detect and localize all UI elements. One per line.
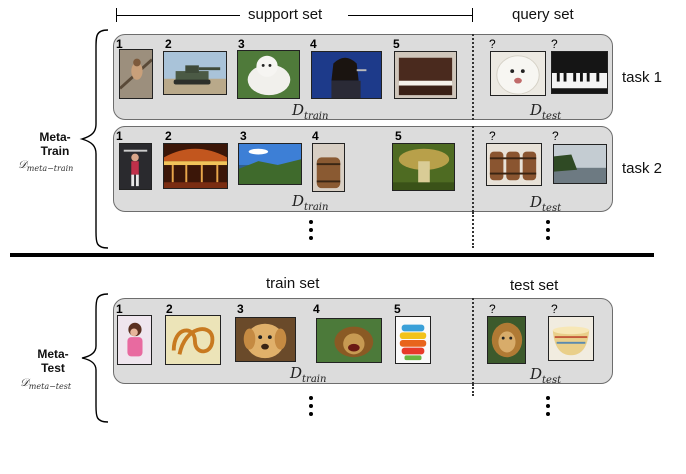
meta-train-column-divider [472,212,474,248]
task1-num-1: 1 [116,37,123,51]
task1-num-4: 4 [310,37,317,51]
task1-label: task 1 [622,69,663,86]
task2-divider [472,126,474,212]
task2-num-3: 3 [240,129,247,143]
task1-dtrain-label: Dtrain [292,101,328,122]
task2-query-mark-1: ? [489,129,496,143]
meta-train-label-line2: Train [40,144,70,158]
task2-dtest-label: Dtest [530,193,561,214]
task2-dtrain-base: D [292,192,305,210]
task2-image-gymnast [119,143,152,190]
task1-dtest-base: D [530,101,543,119]
test-image-golden-retriever [235,317,296,362]
task1-image-piano [394,51,457,99]
test-query-image-bowl [548,316,594,361]
task2-label: task 2 [622,160,663,177]
meta-train-brace [79,29,109,249]
task2-dtrain-sub: train [304,202,329,213]
task1-num-5: 5 [393,37,400,51]
meta-test-label-line2: Test [41,361,65,375]
test-query-mark-1: ? [489,302,496,316]
test-num-3: 3 [237,302,244,316]
meta-test-math-symbol: 𝒟 [20,376,29,389]
test-dtest-sub: test [542,375,562,386]
task1-query-image-white-dog [490,51,546,96]
meta-train-label: Meta- Train [30,130,80,158]
task2-image-mushroom [392,143,455,191]
test-query-image-lion [487,316,526,364]
task1-num-3: 3 [238,37,245,51]
task2-dtest-sub: test [542,203,562,214]
meta-train-math-symbol: 𝒟 [18,158,27,171]
test-dtest-base: D [530,365,543,383]
task1-num-2: 2 [165,37,172,51]
meta-divider-line [10,253,654,257]
test-dtest-label: Dtest [530,365,561,386]
task2-image-carousel [163,143,228,189]
test-num-5: 5 [394,302,401,316]
task1-query-image-piano [551,51,608,94]
task2-num-5: 5 [395,129,402,143]
task1-image-singer [311,51,382,99]
task2-num-2: 2 [165,129,172,143]
test-image-girl [117,315,152,365]
task1-dtrain-sub: train [304,111,329,122]
task1-query-mark-1: ? [489,37,496,51]
task1-query-mark-2: ? [551,37,558,51]
task1-divider [472,34,474,120]
task1-dtest-label: Dtest [530,101,561,122]
test-num-1: 1 [116,302,123,316]
test-dtrain-base: D [290,364,303,382]
task2-query-image-coast [553,144,607,184]
meta-train-train-ellipsis [309,220,315,244]
test-num-2: 2 [166,302,173,316]
train-set-header: train set [266,275,320,292]
meta-test-label-line1: Meta- [37,347,69,361]
task2-dtest-base: D [530,193,543,211]
test-num-4: 4 [313,302,320,316]
test-set-header: test set [510,277,559,294]
test-dtrain-sub: train [302,374,327,385]
query-set-header: query set [512,6,574,23]
meta-test-divider [472,298,474,384]
task2-dtrain-label: Dtrain [292,192,328,213]
meta-train-test-ellipsis [546,220,552,244]
test-dtrain-label: Dtrain [290,364,326,385]
meta-test-column-divider [472,384,474,396]
meta-train-math: 𝒟meta−train [18,158,73,173]
meta-test-train-ellipsis [309,396,315,420]
task2-query-mark-2: ? [552,129,559,143]
task2-num-1: 1 [116,129,123,143]
support-set-bracket [116,8,473,24]
task2-num-4: 4 [312,129,319,143]
test-query-mark-2: ? [551,302,558,316]
meta-test-brace [81,293,109,423]
support-set-header: support set [248,6,323,23]
meta-test-test-ellipsis [546,396,552,420]
meta-test-label: Meta- Test [28,347,78,375]
task1-image-tank [163,51,227,95]
meta-test-math-sub: meta−test [28,382,72,392]
task1-image-white-dog [237,50,300,99]
test-image-lion [316,318,382,363]
test-image-bowls [395,316,431,364]
test-image-knot [165,315,221,365]
task1-dtest-sub: test [542,111,562,122]
meta-train-math-sub: meta−train [26,164,74,174]
meta-train-label-line1: Meta- [39,130,71,144]
task2-query-image-barrels [486,143,542,186]
meta-test-math: 𝒟meta−test [20,376,71,391]
task2-image-coast [238,143,302,185]
task1-image-bird [119,49,153,99]
task1-dtrain-base: D [292,101,305,119]
task2-image-barrel [312,143,345,192]
